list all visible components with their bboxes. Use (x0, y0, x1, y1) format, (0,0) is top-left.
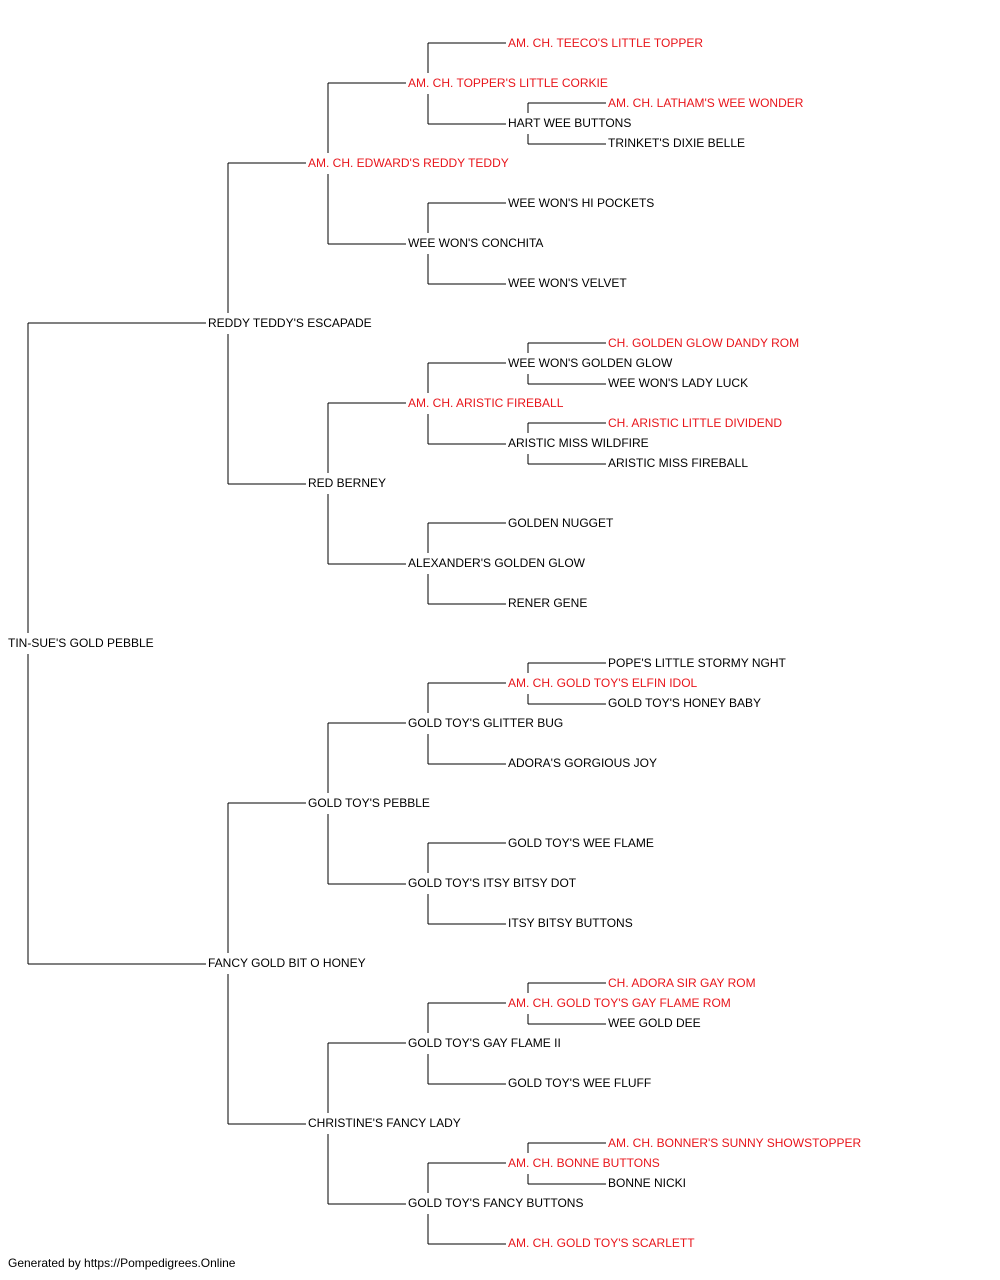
dog-name-aristic-miss-wildfire: ARISTIC MISS WILDFIRE (508, 436, 649, 450)
dog-name-wee-won-s-hi-pockets: WEE WON'S HI POCKETS (508, 196, 654, 210)
dog-name-am-ch-gold-toy-s-elfin-idol: AM. CH. GOLD TOY'S ELFIN IDOL (508, 676, 698, 690)
dog-name-wee-won-s-lady-luck: WEE WON'S LADY LUCK (608, 376, 748, 390)
dog-name-ch-adora-sir-gay-rom: CH. ADORA SIR GAY ROM (608, 976, 756, 990)
dog-name-rener-gene: RENER GENE (508, 596, 587, 610)
dog-name-red-berney: RED BERNEY (308, 476, 386, 490)
dog-name-am-ch-edward-s-reddy-teddy: AM. CH. EDWARD'S REDDY TEDDY (308, 156, 509, 170)
dog-name-am-ch-aristic-fireball: AM. CH. ARISTIC FIREBALL (408, 396, 564, 410)
dog-name-wee-won-s-golden-glow: WEE WON'S GOLDEN GLOW (508, 356, 673, 370)
dog-name-fancy-gold-bit-o-honey: FANCY GOLD BIT O HONEY (208, 956, 366, 970)
dog-name-ch-golden-glow-dandy-rom: CH. GOLDEN GLOW DANDY ROM (608, 336, 799, 350)
dog-name-bonne-nicki: BONNE NICKI (608, 1176, 686, 1190)
dog-name-gold-toy-s-gay-flame-ii: GOLD TOY'S GAY FLAME II (408, 1036, 561, 1050)
dog-name-wee-won-s-velvet: WEE WON'S VELVET (508, 276, 627, 290)
dog-name-christine-s-fancy-lady: CHRISTINE'S FANCY LADY (308, 1116, 461, 1130)
dog-name-aristic-miss-fireball: ARISTIC MISS FIREBALL (608, 456, 748, 470)
dog-name-gold-toy-s-wee-fluff: GOLD TOY'S WEE FLUFF (508, 1076, 651, 1090)
dog-name-wee-gold-dee: WEE GOLD DEE (608, 1016, 701, 1030)
dog-name-gold-toy-s-wee-flame: GOLD TOY'S WEE FLAME (508, 836, 654, 850)
dog-name-wee-won-s-conchita: WEE WON'S CONCHITA (408, 236, 543, 250)
dog-name-gold-toy-s-honey-baby: GOLD TOY'S HONEY BABY (608, 696, 761, 710)
dog-name-itsy-bitsy-buttons: ITSY BITSY BUTTONS (508, 916, 633, 930)
dog-name-am-ch-topper-s-little-corkie: AM. CH. TOPPER'S LITTLE CORKIE (408, 76, 608, 90)
footer-credit: Generated by https://Pompedigrees.Online (8, 1256, 236, 1270)
dog-name-golden-nugget: GOLDEN NUGGET (508, 516, 614, 530)
dog-name-gold-toy-s-itsy-bitsy-dot: GOLD TOY'S ITSY BITSY DOT (408, 876, 577, 890)
dog-name-gold-toy-s-fancy-buttons: GOLD TOY'S FANCY BUTTONS (408, 1196, 583, 1210)
dog-name-gold-toy-s-pebble: GOLD TOY'S PEBBLE (308, 796, 430, 810)
dog-name-gold-toy-s-glitter-bug: GOLD TOY'S GLITTER BUG (408, 716, 563, 730)
dog-name-ch-aristic-little-dividend: CH. ARISTIC LITTLE DIVIDEND (608, 416, 782, 430)
dog-name-am-ch-gold-toy-s-gay-flame-rom: AM. CH. GOLD TOY'S GAY FLAME ROM (508, 996, 731, 1010)
dog-name-am-ch-bonner-s-sunny-showstopper: AM. CH. BONNER'S SUNNY SHOWSTOPPER (608, 1136, 862, 1150)
dog-name-trinket-s-dixie-belle: TRINKET'S DIXIE BELLE (608, 136, 745, 150)
dog-name-am-ch-latham-s-wee-wonder: AM. CH. LATHAM'S WEE WONDER (608, 96, 804, 110)
dog-name-alexander-s-golden-glow: ALEXANDER'S GOLDEN GLOW (408, 556, 586, 570)
dog-name-hart-wee-buttons: HART WEE BUTTONS (508, 116, 631, 130)
dog-name-am-ch-bonne-buttons: AM. CH. BONNE BUTTONS (508, 1156, 660, 1170)
dog-name-pope-s-little-stormy-nght: POPE'S LITTLE STORMY NGHT (608, 656, 787, 670)
dog-name-reddy-teddy-s-escapade: REDDY TEDDY'S ESCAPADE (208, 316, 372, 330)
dog-name-am-ch-teeco-s-little-topper: AM. CH. TEECO'S LITTLE TOPPER (508, 36, 703, 50)
dog-name-adora-s-gorgious-joy: ADORA'S GORGIOUS JOY (508, 756, 657, 770)
dog-name-tin-sue-s-gold-pebble: TIN-SUE'S GOLD PEBBLE (8, 636, 154, 650)
dog-name-am-ch-gold-toy-s-scarlett: AM. CH. GOLD TOY'S SCARLETT (508, 1236, 695, 1250)
